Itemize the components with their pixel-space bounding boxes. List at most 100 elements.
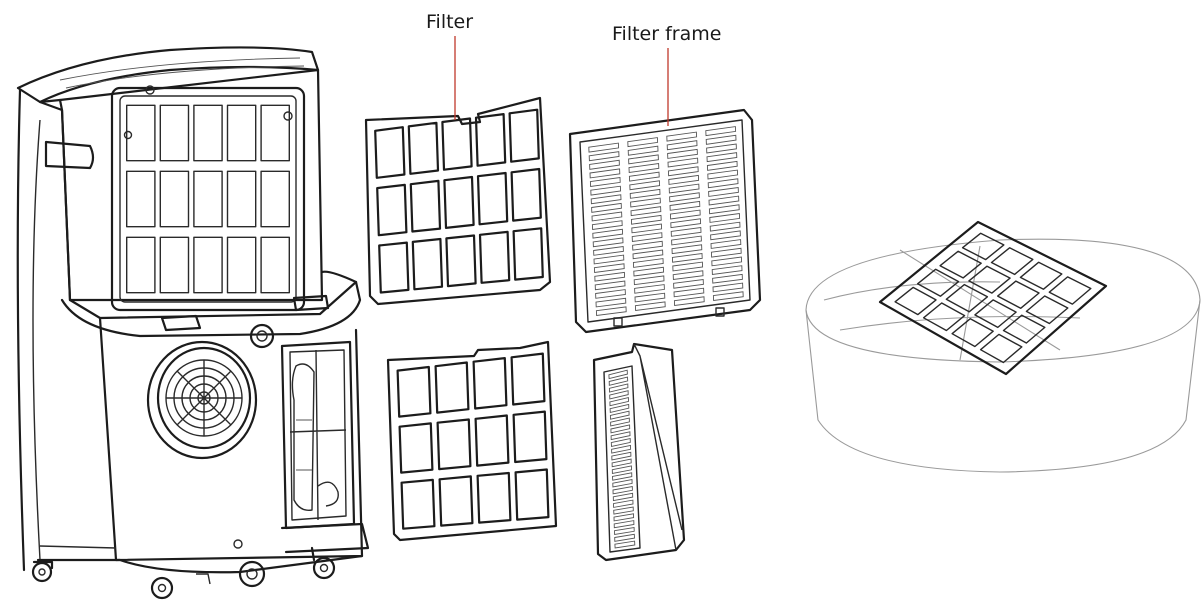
frame-slot (711, 256, 743, 267)
filter-mesh-cell (396, 365, 432, 418)
filter-mesh-cell (260, 104, 290, 162)
filter-mesh-cell (997, 280, 1040, 309)
filter-mesh-cell (434, 361, 470, 414)
frame-slot (627, 145, 659, 156)
filter-mesh-cell (476, 471, 512, 524)
upper-filter-frame (568, 108, 762, 334)
frame-slot (666, 140, 698, 151)
drain-port-inner (256, 330, 268, 342)
frame-slot (634, 292, 666, 303)
filter-mesh-cell (979, 333, 1023, 364)
frame-slot (671, 252, 703, 263)
power-cord (32, 119, 41, 561)
filter-mesh-cell (159, 236, 190, 294)
frame-slot (706, 160, 738, 171)
filter-mesh-cell (411, 237, 444, 291)
callout-filter-frame-label: Filter frame (612, 23, 721, 45)
callout-filter: Filter (426, 11, 473, 120)
filter-mesh-cell (945, 283, 989, 313)
filter-mesh-cell (510, 167, 542, 222)
frame-slot (612, 492, 634, 502)
unit-body-edge (58, 98, 72, 302)
upper-filter-frame-slots (588, 126, 744, 317)
filter-mesh-cell (226, 170, 257, 228)
tank-lines (296, 419, 312, 471)
filter-mesh-cell (126, 104, 156, 162)
frame-slot (712, 282, 744, 293)
filter-mesh-cell (512, 227, 544, 281)
filter-mesh-cell (894, 286, 937, 316)
unit-base-line (39, 545, 117, 549)
upper-filter-frame-outline (568, 108, 762, 334)
frame-slot (613, 499, 634, 508)
filter-mesh-cell (974, 299, 1017, 329)
frame-slot (595, 297, 627, 308)
frame-slot (631, 232, 663, 243)
upper-filter-bay-inner (119, 95, 297, 303)
filter-mesh-cell (407, 121, 440, 175)
air-conditioner-unit (16, 46, 370, 600)
frame-slot (669, 200, 701, 211)
lower-filter-frame-inner (603, 365, 641, 553)
frame-slot (671, 235, 702, 246)
frame-slot (673, 296, 705, 307)
frame-slot (612, 479, 633, 488)
frame-slot (628, 154, 659, 165)
unit-lower-body (98, 316, 364, 562)
filter-mesh-cell (472, 357, 508, 410)
floating-filter-mesh (894, 232, 1092, 364)
filter-mesh-cell (436, 418, 472, 471)
filter-mesh-cell (1048, 276, 1092, 305)
frame-slot (670, 218, 702, 229)
filter-mesh-cell (922, 302, 966, 332)
frame-slot (611, 465, 632, 475)
basin-top (805, 238, 1201, 363)
wheel (196, 560, 266, 588)
frame-slot (613, 513, 635, 522)
wheel (310, 546, 336, 580)
screw-icon (145, 85, 155, 95)
frame-slot (610, 424, 631, 434)
side-handle (44, 140, 95, 170)
filter-mesh-cell (438, 475, 474, 527)
filter-mesh-cell (409, 179, 442, 233)
frame-slot (593, 254, 625, 265)
frame-slot (608, 369, 628, 380)
frame-slot (627, 137, 659, 148)
filter-mesh-cell (512, 410, 548, 464)
frame-slot (588, 151, 620, 162)
frame-slot (629, 180, 661, 191)
frame-slot (630, 214, 662, 225)
filter-mesh-cell (990, 247, 1034, 276)
filter-mesh-cell (159, 104, 190, 162)
screw-icon (123, 130, 133, 140)
frame-slot (667, 148, 698, 159)
unit-left-edge (16, 88, 26, 572)
lower-filter (386, 340, 558, 542)
unit-base (36, 554, 364, 574)
filter-mesh-cell (1002, 314, 1046, 344)
unit-upper-body (38, 68, 324, 302)
frame-slot (591, 202, 622, 213)
frame-slot (673, 287, 705, 298)
upper-filter-mesh (374, 108, 544, 294)
basin-body (805, 299, 1201, 473)
frame-slot (591, 220, 623, 231)
internal-hose (317, 481, 339, 507)
filter-mesh-cell (193, 236, 223, 294)
frame-slot (669, 192, 700, 203)
frame-slot (670, 226, 702, 237)
filter-mesh-cell (916, 268, 960, 297)
filter-mesh-cell (260, 236, 290, 294)
frame-slot (610, 438, 631, 447)
frame-slot (611, 444, 632, 454)
frame-slot (667, 166, 699, 177)
fan-outlet (146, 340, 258, 460)
frame-slot (612, 472, 633, 481)
filter-mesh-cell (951, 318, 994, 348)
frame-slot (629, 188, 661, 199)
filter-mesh-cell (400, 478, 436, 530)
frame-slot (593, 263, 625, 274)
frame-slot (634, 284, 665, 294)
